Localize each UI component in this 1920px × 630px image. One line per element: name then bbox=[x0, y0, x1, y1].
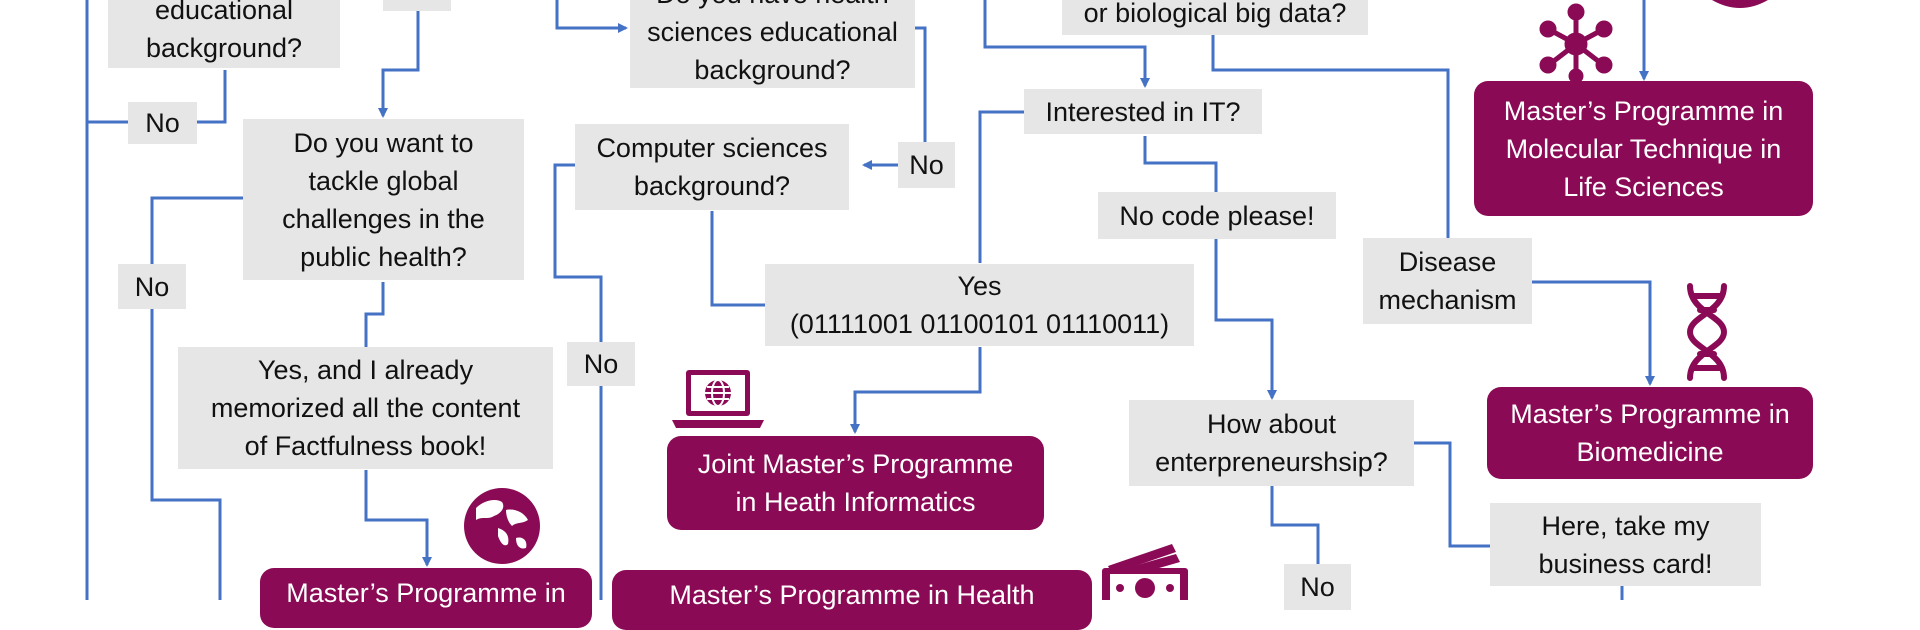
connector-lines bbox=[85, 0, 1655, 600]
yes-top-fragment bbox=[383, 0, 451, 11]
big-data-question: or biological big data? bbox=[1062, 0, 1368, 35]
factfulness-node: Yes, and I already memorized all the con… bbox=[178, 347, 553, 469]
global-health-question: Do you want to tackle global challenges … bbox=[243, 119, 524, 280]
no-label-bottom: No bbox=[1284, 564, 1351, 610]
disease-mechanism-node: Disease mechanism bbox=[1363, 238, 1532, 324]
programme-health-informatics[interactable]: Joint Master’s Programme in Heath Inform… bbox=[667, 436, 1044, 530]
programme-molecular-technique[interactable]: Master’s Programme in Molecular Techniqu… bbox=[1474, 81, 1813, 216]
no-label-left-top: No bbox=[128, 102, 197, 144]
computer-sciences-node: Computer sciences background? bbox=[575, 124, 849, 210]
health-sciences-question: Do you have health sciences educational … bbox=[630, 0, 915, 88]
interested-in-it-node: Interested in IT? bbox=[1024, 89, 1262, 134]
no-code-node: No code please! bbox=[1098, 192, 1336, 239]
no-label-middle: No bbox=[567, 342, 635, 386]
programme-global-health[interactable]: Master’s Programme in bbox=[260, 568, 592, 628]
entrepreneurship-question: How about enterpreneurshsip? bbox=[1129, 400, 1414, 486]
dna-icon bbox=[1686, 283, 1728, 381]
no-label-left-middle: No bbox=[118, 264, 186, 309]
yes-binary-node: Yes (01111001 01100101 01110011) bbox=[765, 264, 1194, 346]
no-label-computer-sciences: No bbox=[898, 142, 955, 188]
programme-biomedicine[interactable]: Master’s Programme in Biomedicine bbox=[1487, 387, 1813, 479]
money-icon bbox=[1102, 544, 1188, 600]
programme-health-economics[interactable]: Master’s Programme in Health bbox=[612, 570, 1092, 630]
business-card-node: Here, take my business card! bbox=[1490, 503, 1761, 586]
molecule-icon bbox=[1539, 3, 1613, 82]
globe-icon bbox=[464, 488, 540, 564]
laptop-globe-icon bbox=[672, 370, 764, 428]
partial-top-icon bbox=[1712, 0, 1768, 8]
educational-background-node: educational background? bbox=[108, 0, 340, 68]
